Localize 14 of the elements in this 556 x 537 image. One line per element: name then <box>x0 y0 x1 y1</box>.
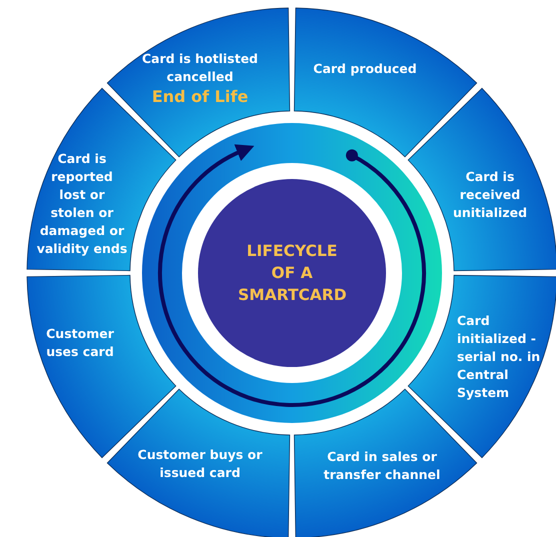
stage-label: Card is received unitialized <box>452 168 528 222</box>
center-title: LIFECYCLE OF A SMARTCARD <box>238 241 346 306</box>
stage-label: Customer buys or issued card <box>136 446 264 482</box>
stage-segment <box>293 7 478 158</box>
stage-highlight: End of Life <box>150 86 250 108</box>
stage-label: Card is hotlisted cancelled <box>140 50 260 86</box>
stage-label: Card initialized - serial no. in Central System <box>457 312 542 402</box>
stage-segment <box>106 7 291 158</box>
stage-label: Customer uses card <box>45 325 115 361</box>
stage-label: Card is reported lost or stolen or damaged or validity ends <box>36 150 128 258</box>
stage-segment <box>407 87 556 272</box>
stage-segment <box>106 388 291 537</box>
stage-label: Card produced <box>312 60 418 78</box>
stage-label: Card in sales or transfer channel <box>322 448 442 484</box>
